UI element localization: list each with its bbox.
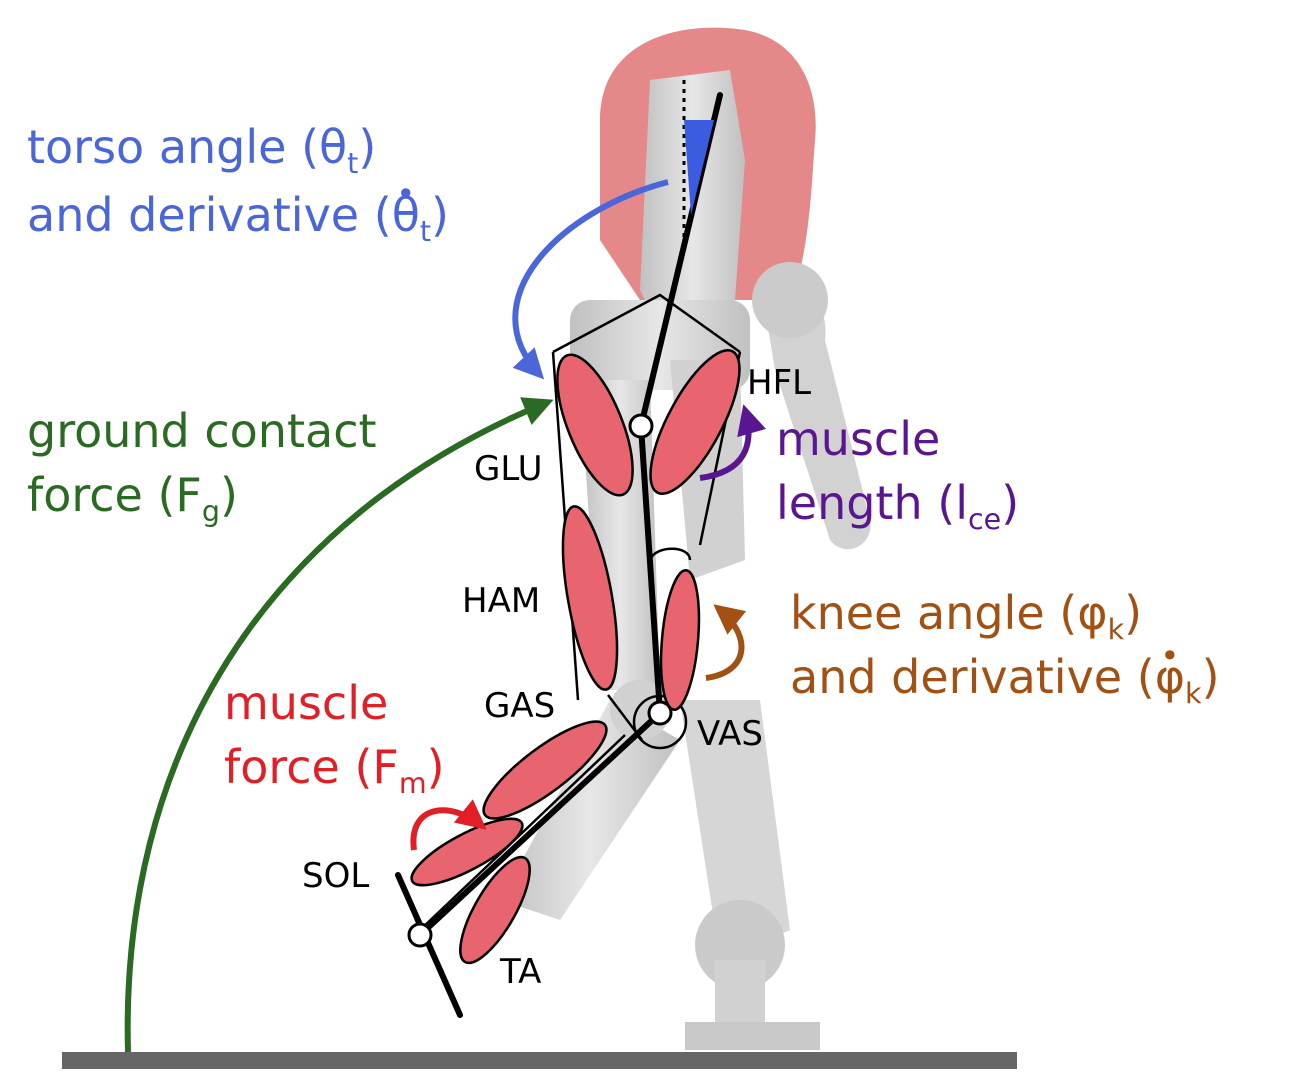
muscle-label-vas: VAS (697, 717, 763, 751)
ankle-joint (409, 924, 431, 946)
knee-cap (650, 549, 690, 560)
muscle-label-gas: GAS (484, 689, 555, 723)
muscle-force-label: muscle force (Fm) (224, 680, 445, 790)
hip-joint (630, 415, 652, 437)
muscle-label-ham: HAM (462, 584, 540, 618)
muscle-label-sol: SOL (302, 859, 369, 893)
muscle-label-hfl: HFL (747, 366, 811, 400)
knee-joint (649, 702, 671, 724)
robot-foot-rear (685, 1022, 820, 1050)
torso-angle-label: torso angle (θt) and derivative (θt) (27, 124, 449, 238)
muscle-label-ta: TA (500, 955, 541, 989)
ground-force-label: ground contact force (Fg) (27, 408, 377, 518)
knee-angle-label: knee angle (φk) and derivative (φk) (790, 590, 1220, 700)
knee-angle-arrow (706, 608, 741, 678)
muscle-vas (656, 569, 704, 712)
ground-plane (62, 1052, 1017, 1069)
muscle-length-label: muscle length (lce) (776, 416, 1019, 526)
foot-link (398, 875, 460, 1015)
muscle-label-glu: GLU (474, 452, 542, 486)
